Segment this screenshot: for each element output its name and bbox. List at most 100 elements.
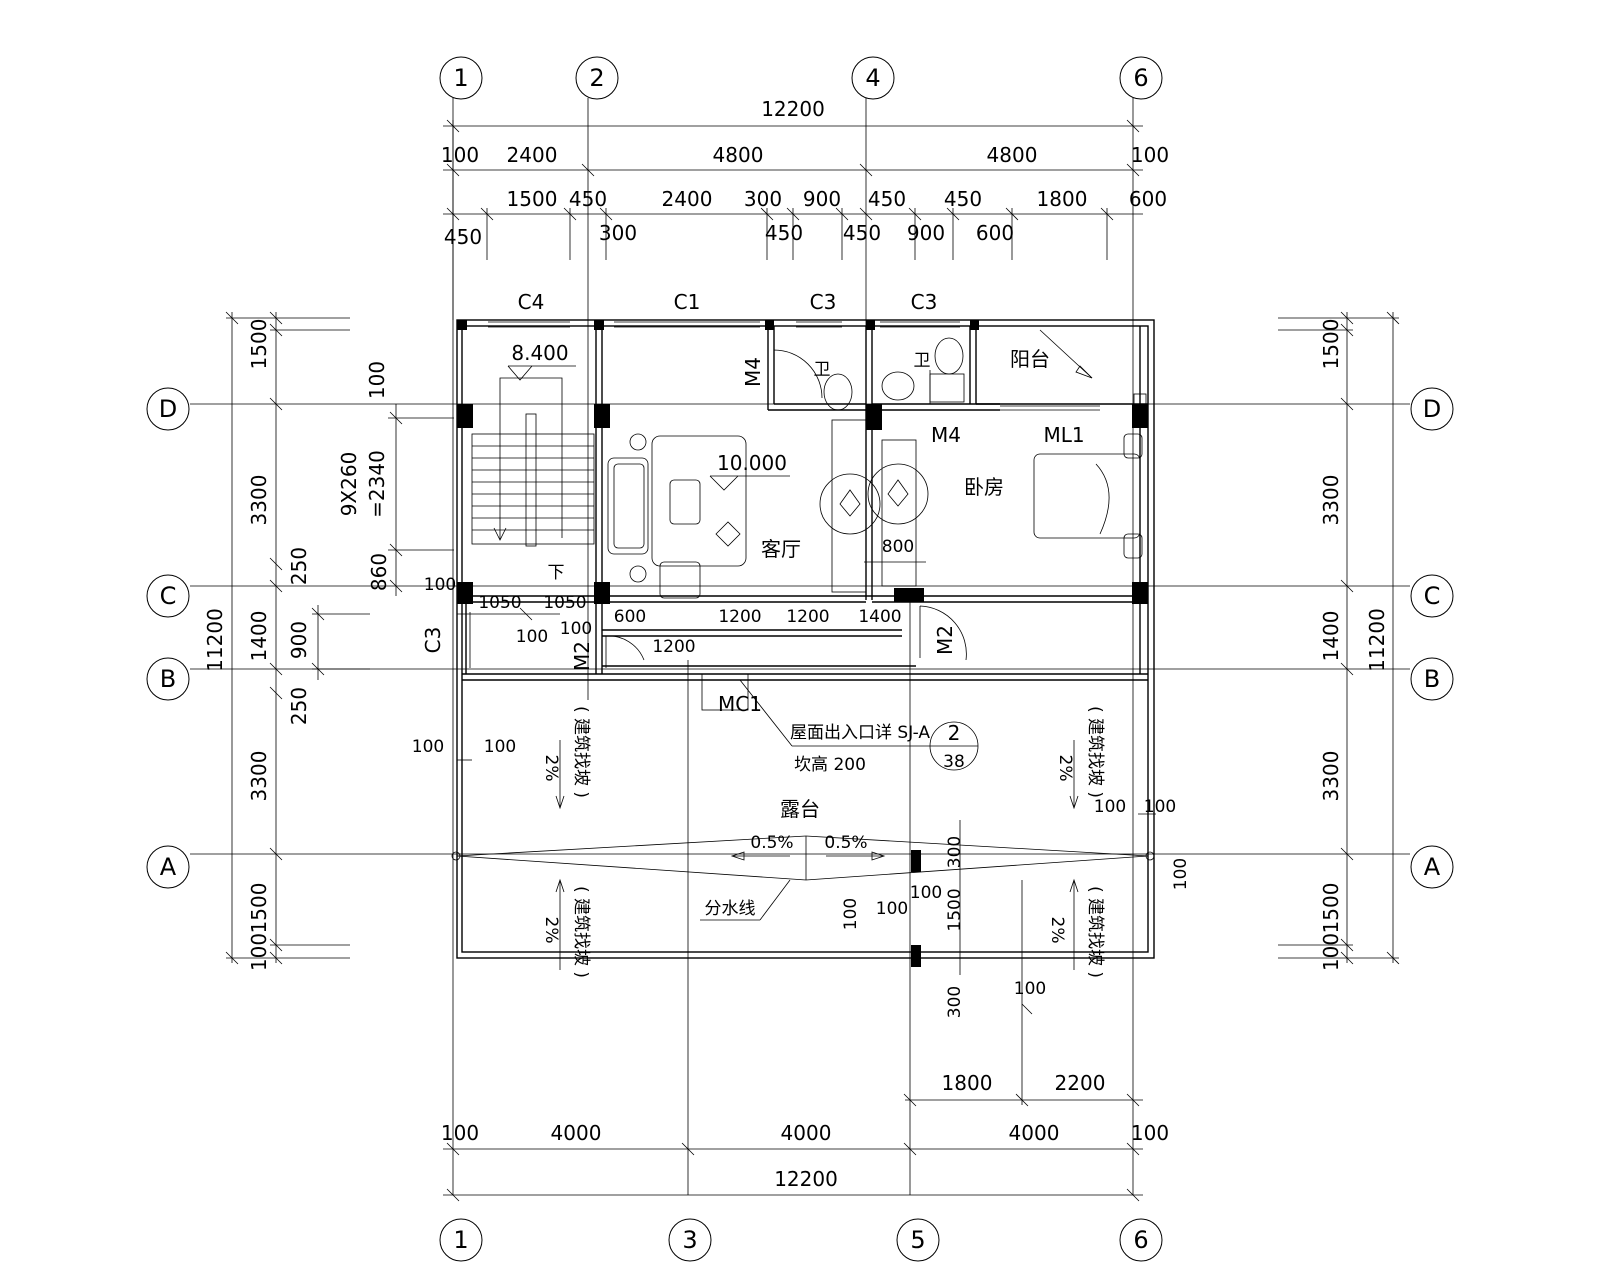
dim-label: 1800 (942, 1071, 993, 1095)
dim-label: 1500 (1319, 883, 1343, 934)
stair: 下 (471, 377, 595, 583)
dim-label: 1200 (652, 637, 695, 657)
door-label: M4 (931, 423, 961, 447)
dim-label: 800 (882, 537, 914, 557)
axis-label: B (160, 665, 176, 693)
elevations: 8.400 10.000 (507, 341, 790, 491)
axis-label: 3 (682, 1226, 697, 1254)
elevation-label: 8.400 (511, 341, 568, 365)
windows: C4 C1 C3 C3 C3 (421, 290, 960, 675)
dim-label: 100 (365, 361, 389, 399)
dim-label: 3300 (247, 751, 271, 802)
axis-label: D (1423, 395, 1441, 423)
dim-label: 1200 (718, 607, 761, 627)
door-label: MC1 (718, 692, 762, 716)
dim-label: 4000 (781, 1121, 832, 1145)
dim-label: 600 (1129, 187, 1167, 211)
dim-label: 1500 (507, 187, 558, 211)
dim-label: 900 (907, 221, 945, 245)
dims-bottom: 1800 2200 100 4000 4000 4000 100 12200 (441, 880, 1169, 1202)
furniture (607, 329, 1147, 599)
dim-label: 100 (1131, 143, 1169, 167)
window-label: C3 (911, 290, 938, 314)
dim-label: 450 (944, 187, 982, 211)
room-label-terrace: 露台 (780, 797, 820, 821)
room-label-bedroom: 卧房 (964, 475, 1004, 499)
room-label-balcony: 阳台 (1010, 347, 1050, 371)
dim-label: 100 (910, 883, 942, 903)
elevation-label: 10.000 (717, 451, 787, 475)
dim-label: 1500 (945, 888, 965, 931)
dim-label: 2200 (1055, 1071, 1106, 1095)
dim-label: 12200 (761, 97, 825, 121)
window-label: C1 (674, 290, 701, 314)
stair-down-label: 下 (548, 563, 565, 583)
dim-label: 3300 (1319, 751, 1343, 802)
dim-label: 450 (868, 187, 906, 211)
dim-label: 2400 (507, 143, 558, 167)
dim-label: 100 (441, 1121, 479, 1145)
dim-label: 100 (876, 899, 908, 919)
dim-label: 900 (803, 187, 841, 211)
dim-label: 300 (945, 836, 965, 868)
dim-label: 100 (247, 933, 271, 971)
detail-number: 2 (948, 721, 961, 745)
dim-label: 100 (560, 619, 592, 639)
dim-label: 100 (424, 575, 456, 595)
door-label: ML1 (1043, 423, 1084, 447)
axis-bubbles-left: D C B A (146, 387, 190, 889)
walls (456, 319, 1155, 959)
dim-label: 100 (516, 627, 548, 647)
dim-label: 100 (1131, 1121, 1169, 1145)
dim-label: 300 (744, 187, 782, 211)
room-labels: 阳台 客厅 卧房 露台 卫 卫 (761, 347, 1050, 821)
dim-label: 1200 (786, 607, 829, 627)
dims-left: 1500 100 3300 250 1400 250 3300 100 1500… (203, 311, 454, 971)
dim-label: 860 (367, 553, 391, 591)
axis-label: B (1424, 665, 1440, 693)
dim-label: 11200 (203, 608, 227, 672)
dim-label: 100 (412, 737, 444, 757)
dim-label: 1500 (1319, 319, 1343, 370)
dim-label: 100 (1171, 858, 1191, 890)
dim-label: 100 (1094, 797, 1126, 817)
misc-dims: 100 1050 1050 600 1200 1200 1400 100 100… (412, 537, 1191, 1018)
slope-label: 0.5% (750, 833, 793, 853)
dim-label: 300 (599, 221, 637, 245)
slope-label: 2% (1055, 755, 1075, 782)
dim-label: 450 (765, 221, 803, 245)
slope-note: ( 建筑找坡 ) (571, 706, 591, 798)
dim-label: 12200 (774, 1167, 838, 1191)
slope-note: ( 建筑找坡 ) (571, 886, 591, 978)
dim-label: 4000 (551, 1121, 602, 1145)
dim-label: 250 (287, 547, 311, 585)
dim-label: 100 (1319, 933, 1343, 971)
dim-label: 450 (569, 187, 607, 211)
axis-label: 1 (453, 1226, 468, 1254)
dim-label: 100 (441, 143, 479, 167)
roof-exit-note: 屋面出入口详 SJ-A 坎高 200 2 38 (739, 679, 979, 775)
roof-exit-text: 屋面出入口详 SJ-A (790, 723, 930, 743)
dim-label: 100 (841, 898, 861, 930)
window-label: C3 (810, 290, 837, 314)
axis-bubbles-right: D C B A (1410, 387, 1454, 889)
dim-label: 1500 (247, 883, 271, 934)
grid-lines (190, 98, 1410, 1195)
axis-label: 4 (865, 64, 880, 92)
dim-label: 1400 (247, 611, 271, 662)
door-label: M2 (570, 641, 594, 671)
slope-label: 2% (541, 917, 561, 944)
detail-sheet: 38 (943, 752, 965, 772)
axis-label: 5 (910, 1226, 925, 1254)
axis-label: C (160, 582, 177, 610)
slope-label: 0.5% (824, 833, 867, 853)
axis-label: A (160, 853, 177, 881)
door-label: M2 (933, 625, 957, 655)
axis-label: 6 (1133, 1226, 1148, 1254)
dim-label: 300 (945, 986, 965, 1018)
room-label-living: 客厅 (761, 537, 801, 561)
dim-label: 100 (1014, 979, 1046, 999)
dim-label: 1800 (1037, 187, 1088, 211)
dim-label: 1400 (858, 607, 901, 627)
